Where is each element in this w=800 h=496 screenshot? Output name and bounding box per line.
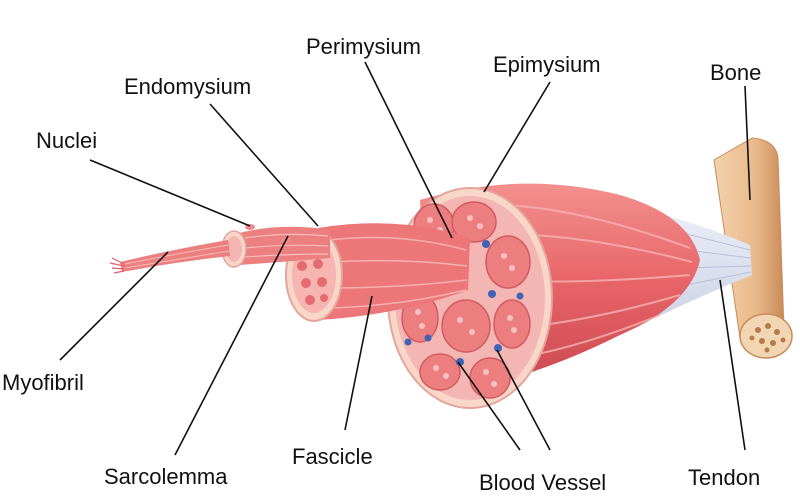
myofibril-shape <box>109 240 230 274</box>
label-blood-vessel: Blood Vessel <box>479 470 607 495</box>
label-endomysium: Endomysium <box>124 74 252 99</box>
leader-sarcolemma <box>174 235 289 456</box>
label-nuclei: Nuclei <box>36 128 98 153</box>
leader-tendon <box>719 279 746 451</box>
leader-nuclei <box>89 159 251 227</box>
leader-perimysium <box>364 61 453 239</box>
leader-myofibril <box>59 251 169 361</box>
label-perimysium: Perimysium <box>306 34 421 59</box>
leader-blood-vessel-a <box>457 361 521 451</box>
label-fascicle: Fascicle <box>292 444 373 469</box>
leader-fascicle <box>344 295 373 431</box>
leader-endomysium <box>209 103 319 227</box>
label-epimysium: Epimysium <box>493 52 601 77</box>
label-sarcolemma: Sarcolemma <box>104 464 228 489</box>
label-tendon: Tendon <box>688 465 761 490</box>
label-bone: Bone <box>710 60 762 85</box>
label-myofibril: Myofibril <box>2 370 84 395</box>
leader-lines <box>59 61 751 456</box>
leader-bone <box>744 85 751 201</box>
leader-epimysium <box>483 81 551 193</box>
leader-blood-vessel-b <box>496 349 551 451</box>
